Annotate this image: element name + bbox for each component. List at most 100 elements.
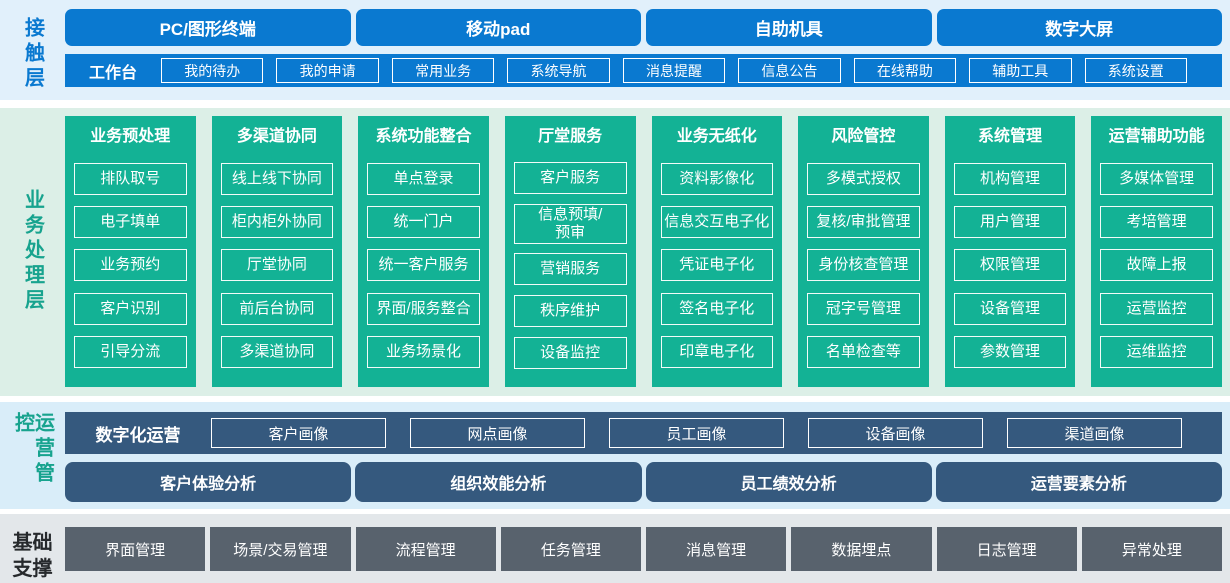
terminal-row: PC/图形终端 移动pad 自助机具 数字大屏 bbox=[65, 9, 1222, 46]
column-item[interactable]: 界面/服务整合 bbox=[367, 292, 480, 325]
terminal-button-pc[interactable]: PC/图形终端 bbox=[65, 9, 351, 46]
column-item[interactable]: 权限管理 bbox=[953, 249, 1067, 282]
foundation-item-data-tracking[interactable]: 数据埋点 bbox=[791, 527, 932, 571]
contact-layer: 接触层 PC/图形终端 移动pad 自助机具 数字大屏 工作台 我的待办 我的申… bbox=[0, 0, 1230, 100]
column-item[interactable]: 多媒体管理 bbox=[1100, 163, 1213, 196]
column-item[interactable]: 运营监控 bbox=[1100, 292, 1213, 325]
column-item[interactable]: 业务场景化 bbox=[367, 335, 480, 368]
column-item[interactable]: 线上线下协同 bbox=[220, 163, 334, 196]
column-title: 系统功能整合 bbox=[375, 128, 472, 145]
analysis-button-org-efficiency[interactable]: 组织效能分析 bbox=[355, 462, 642, 502]
column-title: 业务预处理 bbox=[90, 128, 171, 145]
column-item[interactable]: 故障上报 bbox=[1100, 249, 1213, 282]
column-item[interactable]: 机构管理 bbox=[953, 163, 1067, 196]
analysis-button-employee-performance[interactable]: 员工绩效分析 bbox=[645, 462, 932, 502]
foundation-item-task-mgmt[interactable]: 任务管理 bbox=[500, 527, 641, 571]
workbench-item-settings[interactable]: 系统设置 bbox=[1084, 58, 1187, 83]
column-title: 风险管控 bbox=[831, 128, 896, 145]
column-item[interactable]: 冠字号管理 bbox=[807, 292, 920, 325]
column-item[interactable]: 多渠道协同 bbox=[220, 335, 334, 368]
portrait-item-device[interactable]: 设备画像 bbox=[808, 418, 983, 448]
terminal-button-bigscreen[interactable]: 数字大屏 bbox=[936, 9, 1222, 46]
workbench-item-notifications[interactable]: 消息提醒 bbox=[622, 58, 726, 83]
column-item[interactable]: 设备监控 bbox=[513, 337, 627, 370]
analysis-row: 客户体验分析 组织效能分析 员工绩效分析 运营要素分析 bbox=[65, 462, 1222, 502]
column-title: 多渠道协同 bbox=[236, 128, 317, 145]
column-item[interactable]: 客户服务 bbox=[513, 161, 627, 194]
column-item[interactable]: 厅堂协同 bbox=[220, 249, 334, 282]
analysis-button-customer-experience[interactable]: 客户体验分析 bbox=[65, 462, 352, 502]
workbench-item-announcements[interactable]: 信息公告 bbox=[738, 58, 841, 83]
business-column-system-mgmt: 系统管理 机构管理 用户管理 权限管理 设备管理 参数管理 bbox=[944, 116, 1076, 387]
column-title: 厅堂服务 bbox=[538, 128, 603, 145]
foundation-item-log-mgmt[interactable]: 日志管理 bbox=[936, 527, 1077, 571]
column-item[interactable]: 资料影像化 bbox=[660, 163, 774, 196]
contact-layer-label: 接触层 bbox=[21, 17, 44, 92]
foundation-item-message-mgmt[interactable]: 消息管理 bbox=[646, 527, 787, 571]
column-item[interactable]: 用户管理 bbox=[953, 206, 1067, 239]
business-column-preprocess: 业务预处理 排队取号 电子填单 业务预约 客户识别 引导分流 bbox=[65, 116, 196, 387]
foundation-item-process-mgmt[interactable]: 流程管理 bbox=[355, 527, 496, 571]
portrait-item-channel[interactable]: 渠道画像 bbox=[1007, 418, 1182, 448]
business-layer-gutter: 业务处理层 bbox=[0, 116, 65, 387]
column-item[interactable]: 名单检查等 bbox=[807, 335, 920, 368]
foundation-item-ui-mgmt[interactable]: 界面管理 bbox=[65, 527, 206, 571]
column-item[interactable]: 排队取号 bbox=[74, 163, 187, 196]
portrait-item-employee[interactable]: 员工画像 bbox=[609, 418, 784, 448]
terminal-button-selfservice[interactable]: 自助机具 bbox=[646, 9, 932, 46]
workbench-item-applications[interactable]: 我的申请 bbox=[276, 58, 379, 83]
portrait-item-branch[interactable]: 网点画像 bbox=[410, 418, 585, 448]
column-item[interactable]: 引导分流 bbox=[74, 335, 187, 368]
column-item[interactable]: 参数管理 bbox=[953, 335, 1067, 368]
foundation-layer: 基础支撑 界面管理 场景/交易管理 流程管理 任务管理 消息管理 数据埋点 日志… bbox=[0, 514, 1230, 583]
column-item[interactable]: 前后台协同 bbox=[220, 292, 334, 325]
column-item[interactable]: 复核/审批管理 bbox=[807, 206, 920, 239]
column-item[interactable]: 秩序维护 bbox=[513, 295, 627, 328]
workbench-item-online-help[interactable]: 在线帮助 bbox=[853, 58, 957, 83]
column-item[interactable]: 凭证电子化 bbox=[660, 249, 774, 282]
business-layer: 业务处理层 业务预处理 排队取号 电子填单 业务预约 客户识别 引导分流 多渠道… bbox=[0, 108, 1230, 396]
column-item[interactable]: 运维监控 bbox=[1100, 335, 1213, 368]
operations-layer: 运营管控 数字化运营 客户画像 网点画像 员工画像 设备画像 渠道画像 客户体验… bbox=[0, 402, 1230, 509]
column-item[interactable]: 营销服务 bbox=[513, 253, 627, 286]
workbench-bar: 工作台 我的待办 我的申请 常用业务 系统导航 消息提醒 信息公告 在线帮助 辅… bbox=[65, 54, 1222, 87]
foundation-layer-gutter: 基础支撑 bbox=[0, 527, 65, 583]
column-item[interactable]: 业务预约 bbox=[74, 249, 187, 282]
terminal-button-pad[interactable]: 移动pad bbox=[355, 9, 641, 46]
column-item[interactable]: 客户识别 bbox=[74, 292, 187, 325]
foundation-item-scene-txn-mgmt[interactable]: 场景/交易管理 bbox=[210, 527, 351, 571]
workbench-item-aux-tools[interactable]: 辅助工具 bbox=[969, 58, 1072, 83]
column-item[interactable]: 信息预填/ 预审 bbox=[513, 203, 627, 244]
column-item[interactable]: 考培管理 bbox=[1100, 206, 1213, 239]
column-item[interactable]: 柜内柜外协同 bbox=[220, 206, 334, 239]
workbench-item-todo[interactable]: 我的待办 bbox=[161, 58, 264, 83]
column-item[interactable]: 单点登录 bbox=[367, 163, 480, 196]
business-column-ops-aux: 运营辅助功能 多媒体管理 考培管理 故障上报 运营监控 运维监控 bbox=[1091, 116, 1222, 387]
business-column-integration: 系统功能整合 单点登录 统一门户 统一客户服务 界面/服务整合 业务场景化 bbox=[358, 116, 489, 387]
column-item[interactable]: 电子填单 bbox=[74, 206, 187, 239]
workbench-item-common-business[interactable]: 常用业务 bbox=[391, 58, 495, 83]
foundation-row: 界面管理 场景/交易管理 流程管理 任务管理 消息管理 数据埋点 日志管理 异常… bbox=[65, 527, 1230, 583]
column-item[interactable]: 统一门户 bbox=[367, 206, 480, 239]
business-column-risk-control: 风险管控 多模式授权 复核/审批管理 身份核查管理 冠字号管理 名单检查等 bbox=[798, 116, 929, 387]
column-title: 业务无纸化 bbox=[676, 128, 757, 145]
column-item[interactable]: 签名电子化 bbox=[660, 292, 774, 325]
foundation-layer-label: 基础支撑 bbox=[12, 531, 53, 580]
column-item[interactable]: 印章电子化 bbox=[660, 335, 774, 368]
business-column-paperless: 业务无纸化 资料影像化 信息交互电子化 凭证电子化 签名电子化 印章电子化 bbox=[651, 116, 783, 387]
digital-ops-bar: 数字化运营 客户画像 网点画像 员工画像 设备画像 渠道画像 bbox=[65, 412, 1222, 454]
workbench-item-navigation[interactable]: 系统导航 bbox=[507, 58, 610, 83]
column-title: 系统管理 bbox=[978, 128, 1043, 145]
column-item[interactable]: 信息交互电子化 bbox=[660, 206, 774, 239]
foundation-item-exception-handling[interactable]: 异常处理 bbox=[1081, 527, 1222, 571]
column-item[interactable]: 统一客户服务 bbox=[367, 249, 480, 282]
operations-layer-label: 运营管控 bbox=[11, 412, 54, 487]
column-item[interactable]: 设备管理 bbox=[953, 292, 1067, 325]
column-item[interactable]: 身份核查管理 bbox=[807, 249, 920, 282]
contact-layer-gutter: 接触层 bbox=[0, 9, 65, 100]
portrait-item-customer[interactable]: 客户画像 bbox=[211, 418, 386, 448]
analysis-button-ops-elements[interactable]: 运营要素分析 bbox=[935, 462, 1222, 502]
column-item[interactable]: 多模式授权 bbox=[807, 163, 920, 196]
column-title: 运营辅助功能 bbox=[1108, 128, 1205, 145]
